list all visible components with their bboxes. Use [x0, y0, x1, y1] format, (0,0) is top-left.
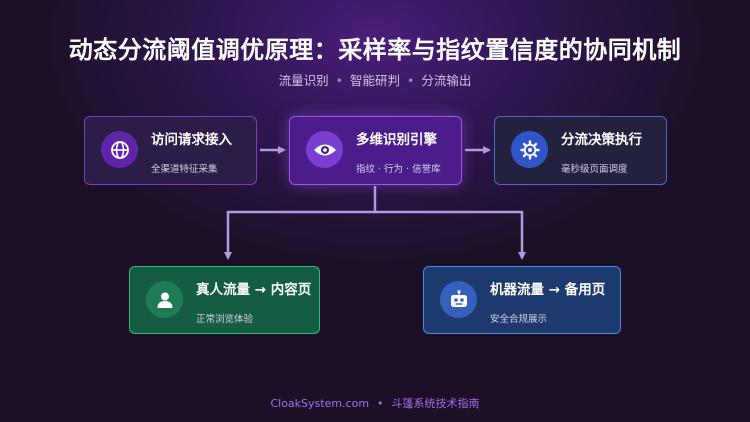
node-title: 分流决策执行: [561, 132, 642, 148]
subtitle-bar: 流量识别 • 智能研判 • 分流输出: [0, 70, 750, 89]
node-routing-decision: 分流决策执行 毫秒级页面调度: [494, 116, 667, 185]
node-title: 真人流量 → 内容页: [196, 282, 312, 298]
node-bot-traffic: 机器流量 → 备用页 安全合规展示: [423, 266, 621, 334]
node-subtitle: 指纹 · 行为 · 信誉库: [356, 164, 441, 175]
node-request-access: 访问请求接入 全渠道特征采集: [84, 116, 257, 185]
subtitle-separator: •: [335, 73, 343, 88]
footer-site: CloakSystem.com: [270, 397, 370, 410]
node-title: 多维识别引擎: [356, 132, 437, 148]
subtitle-item-output: 分流输出: [421, 73, 472, 88]
node-title: 机器流量 → 备用页: [490, 282, 606, 298]
page-title: 动态分流阈值调优原理：采样率与指纹置信度的协同机制: [68, 36, 682, 64]
subtitle-item-analysis: 智能研判: [349, 73, 400, 88]
globe-icon: [101, 131, 138, 168]
node-title: 访问请求接入: [151, 132, 232, 148]
user-icon: [146, 281, 183, 318]
node-human-traffic: 真人流量 → 内容页 正常浏览体验: [129, 266, 320, 334]
eye-icon: [306, 131, 343, 168]
footer-tagline: 斗篷系统技术指南: [391, 397, 480, 410]
subtitle-separator: •: [407, 73, 415, 88]
footer-separator: •: [377, 397, 384, 410]
node-subtitle: 安全合规展示: [490, 314, 548, 325]
node-subtitle: 正常浏览体验: [196, 314, 254, 325]
footer: CloakSystem.com • 斗篷系统技术指南: [0, 395, 750, 411]
subtitle-item-recognition: 流量识别: [278, 73, 329, 88]
node-subtitle: 全渠道特征采集: [151, 164, 218, 175]
robot-icon: [440, 281, 477, 318]
node-recognition-engine: 多维识别引擎 指纹 · 行为 · 信誉库: [289, 116, 462, 185]
node-subtitle: 毫秒级页面调度: [561, 164, 628, 175]
gear-icon: [511, 131, 548, 168]
